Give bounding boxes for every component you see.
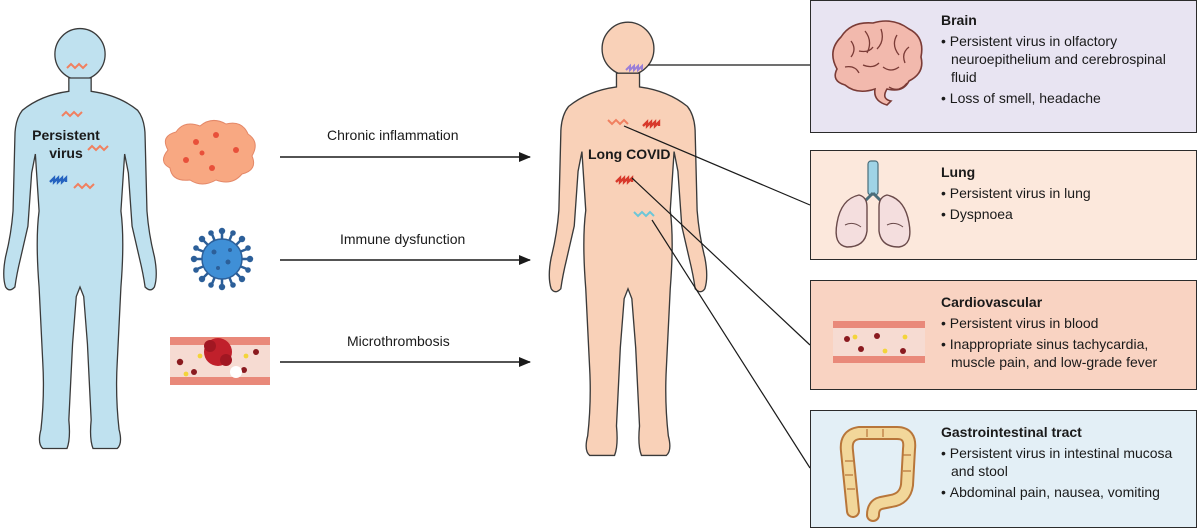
virus-squiggle-icon	[633, 210, 655, 218]
virus-squiggle-icon	[625, 63, 643, 73]
human-figure-long-covid	[548, 21, 708, 457]
list-item: Abdominal pain, nausea, vomiting	[941, 483, 1188, 501]
virus-squiggle-icon	[73, 182, 95, 190]
organ-text-brain: Brain Persistent virus in olfactory neur…	[941, 11, 1188, 110]
blood-vessel-icon	[833, 321, 925, 363]
persistent-virus-label-line2: virus	[49, 145, 83, 161]
organ-title-gastrointestinal: Gastrointestinal tract	[941, 424, 1082, 440]
virus-icon	[190, 227, 254, 291]
organ-bullets-brain: Persistent virus in olfactory neuroepith…	[941, 32, 1188, 107]
organ-box-brain: Brain Persistent virus in olfactory neur…	[810, 0, 1197, 133]
intestine-icon	[839, 426, 917, 522]
brain-icon	[832, 20, 923, 106]
list-item: Loss of smell, headache	[941, 89, 1188, 107]
organ-text-gastrointestinal: Gastrointestinal tract Persistent virus …	[941, 423, 1188, 504]
organ-bullets-gastrointestinal: Persistent virus in intestinal mucosa an…	[941, 444, 1188, 501]
organ-box-cardiovascular: Cardiovascular Persistent virus in blood…	[810, 280, 1197, 390]
organ-bullets-cardiovascular: Persistent virus in blood Inappropriate …	[941, 314, 1188, 371]
organ-box-lung: Lung Persistent virus in lung Dyspnoea	[810, 150, 1197, 260]
virus-squiggle-icon	[607, 118, 629, 126]
list-item: Persistent virus in olfactory neuroepith…	[941, 32, 1188, 86]
mechanism-label-immune-dysfunction: Immune dysfunction	[340, 231, 466, 247]
virus-squiggle-icon	[66, 62, 88, 70]
connector-lung	[623, 125, 811, 206]
mechanism-label-chronic-inflammation: Chronic inflammation	[327, 127, 459, 143]
persistent-virus-label: Persistent virus	[26, 126, 106, 162]
human-figure-persistent-virus	[3, 27, 157, 450]
connector-cardiovascular	[631, 177, 811, 346]
organ-box-gastrointestinal: Gastrointestinal tract Persistent virus …	[810, 410, 1197, 528]
list-item: Dyspnoea	[941, 205, 1188, 223]
inflamed-cell-icon	[163, 120, 256, 185]
organ-title-lung: Lung	[941, 164, 976, 180]
organ-text-lung: Lung Persistent virus in lung Dyspnoea	[941, 163, 1188, 226]
long-covid-label: Long COVID	[588, 146, 671, 162]
organ-title-brain: Brain	[941, 12, 977, 28]
organ-text-cardiovascular: Cardiovascular Persistent virus in blood…	[941, 293, 1188, 374]
list-item: Persistent virus in intestinal mucosa an…	[941, 444, 1188, 480]
organ-title-cardiovascular: Cardiovascular	[941, 294, 1043, 310]
connector-gi	[651, 219, 811, 469]
organ-bullets-lung: Persistent virus in lung Dyspnoea	[941, 184, 1188, 223]
mechanism-arrows	[280, 152, 531, 367]
virus-squiggle-icon	[615, 175, 634, 185]
virus-squiggle-icon	[61, 110, 83, 118]
virus-squiggle-icon	[49, 175, 68, 185]
list-item: Persistent virus in lung	[941, 184, 1188, 202]
list-item: Inappropriate sinus tachycardia, muscle …	[941, 335, 1188, 371]
blood-vessel-clot-icon	[170, 337, 270, 385]
list-item: Persistent virus in blood	[941, 314, 1188, 332]
virus-squiggle-icon	[87, 144, 109, 152]
lung-icon	[835, 160, 911, 248]
mechanism-label-microthrombosis: Microthrombosis	[347, 333, 450, 349]
virus-squiggle-icon	[642, 119, 661, 129]
connector-lines	[623, 64, 811, 469]
persistent-virus-label-line1: Persistent	[32, 127, 100, 143]
